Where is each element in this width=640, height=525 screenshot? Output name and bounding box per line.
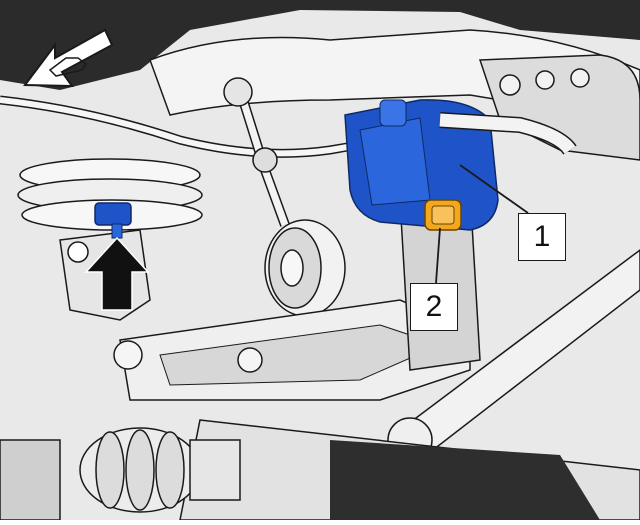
upper-body-shadow bbox=[0, 0, 640, 90]
orange-connector bbox=[424, 199, 462, 231]
mount-bolt bbox=[499, 74, 521, 96]
suspension-bushing bbox=[264, 219, 346, 317]
callout-1-label: 1 bbox=[518, 213, 566, 261]
callout-2-label: 2 bbox=[410, 283, 458, 331]
link-ball-joint bbox=[223, 77, 253, 107]
subframe-shadow bbox=[330, 440, 600, 520]
cv-axle-boot bbox=[0, 427, 241, 521]
mount-bolt bbox=[570, 68, 590, 88]
blue-sensor-module bbox=[344, 99, 499, 231]
lower-arm-web bbox=[159, 324, 442, 386]
vehicle-front-arrow-icon bbox=[23, 28, 114, 88]
arm-bolt bbox=[113, 340, 143, 370]
coil-spring bbox=[17, 158, 203, 231]
location-pointer-arrow-icon bbox=[84, 236, 150, 311]
sensor-pipe-fill bbox=[439, 113, 576, 155]
blue-harness-clip bbox=[94, 202, 132, 239]
mount-bolt bbox=[535, 70, 555, 90]
callout-leader-1 bbox=[459, 164, 529, 214]
knuckle-hole bbox=[67, 241, 89, 263]
link-nut bbox=[252, 147, 278, 173]
arm-bolt bbox=[237, 347, 263, 373]
callout-leader-2 bbox=[435, 227, 441, 284]
